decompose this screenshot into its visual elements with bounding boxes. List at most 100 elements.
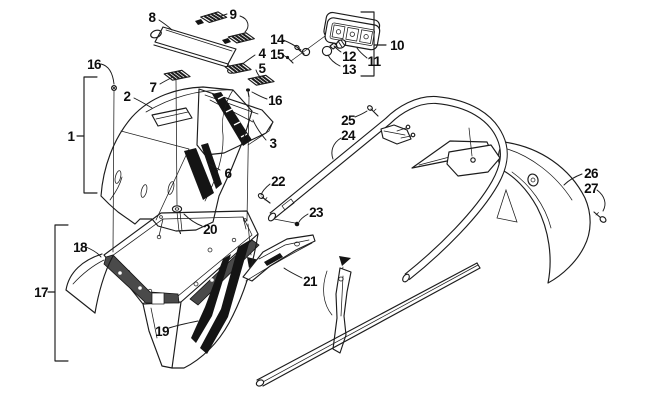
leader-5: [255, 69, 262, 79]
support-rail: [255, 262, 481, 387]
lower-pan-assembly: [65, 205, 260, 369]
callout-12-label: 12: [342, 49, 356, 64]
screw-16b: [246, 88, 250, 98]
mounting-pads: [163, 11, 275, 86]
callout-16a-label: 16: [87, 57, 102, 72]
leader-15: [282, 54, 289, 59]
bracket-10: [360, 11, 375, 77]
callout-17-label: 17: [34, 285, 48, 300]
pan-rail-notch: [151, 292, 165, 305]
bracket-stud: [410, 132, 416, 138]
callout-4-label: 4: [259, 46, 267, 61]
callout-25-label: 25: [341, 113, 356, 128]
tube-fitting-mark: [281, 198, 295, 211]
leader-9b: [239, 15, 249, 33]
bracket-stud: [405, 124, 411, 130]
side-panel-26: [496, 141, 591, 284]
callout-2-label: 2: [124, 89, 131, 104]
bracket-1: [83, 76, 98, 194]
leader-27: [596, 189, 606, 212]
leader-25: [354, 110, 368, 118]
callout-19-label: 19: [155, 324, 169, 339]
leader-20: [183, 213, 203, 227]
callout-15-label: 15: [270, 47, 285, 62]
callout-20-label: 20: [203, 222, 217, 237]
callout-1-label: 1: [68, 129, 76, 144]
support-bracket: [323, 256, 352, 354]
leader-3: [252, 119, 267, 141]
pad-9b: [227, 32, 255, 44]
leader-6: [208, 163, 221, 171]
body-vent-slot: [140, 184, 148, 198]
callout-24-label: 24: [341, 128, 356, 143]
mount-plate: [446, 144, 501, 177]
pad-7: [163, 69, 191, 81]
deck-trim-strip: [212, 92, 252, 146]
callout-21-label: 21: [303, 274, 318, 289]
screw-25: [367, 105, 379, 117]
leader-11: [356, 47, 368, 59]
cover-latch-nub: [222, 38, 231, 44]
strip-hole: [294, 241, 300, 247]
alignment-line: [175, 79, 178, 206]
alignment-line: [246, 97, 250, 222]
alignment-line: [112, 90, 115, 253]
leader-2: [133, 97, 153, 109]
panel-grommet: [527, 173, 539, 187]
tube-mount-bracket: [380, 124, 416, 145]
leader-19: [168, 320, 199, 329]
cover-latch-nub: [195, 19, 204, 25]
callout-18-label: 18: [73, 240, 88, 255]
body-vent-slot: [167, 181, 175, 195]
pan-decal-stripe: [191, 254, 231, 343]
insert-arrow-marker: [247, 257, 259, 268]
pin-23: [273, 218, 300, 227]
leader-12: [333, 45, 342, 53]
leader-9a: [220, 13, 228, 17]
leader-14: [282, 39, 302, 51]
leader-13: [327, 54, 341, 67]
trim-strip-21: [242, 234, 316, 282]
screw-16a: [111, 85, 117, 91]
screw-27: [593, 211, 607, 223]
callout-14-label: 14: [270, 32, 285, 47]
pad-9a: [200, 11, 228, 24]
upper-body-panel: [100, 86, 253, 232]
callout-6-label: 6: [225, 166, 233, 181]
callout-22-label: 22: [271, 174, 285, 189]
rack-blade-bracket: [411, 127, 501, 177]
insert-arrow-marker: [339, 256, 351, 266]
callout-7-label: 7: [150, 80, 157, 95]
pan-rail-left: [103, 254, 180, 304]
bolt-20: [171, 205, 183, 235]
callout-23-label: 23: [309, 205, 324, 220]
leader-16a: [100, 63, 115, 85]
taillight-windows: [331, 24, 373, 44]
callouts: 1 2 3 4 5 6 7 8 9 10 11 12 13 14 15 16 1…: [34, 7, 606, 362]
leader-8: [158, 19, 173, 31]
leader-24: [331, 137, 342, 160]
leader-16b: [251, 91, 268, 100]
bulb-socket-12: [335, 39, 347, 49]
pan-side-wall: [171, 233, 259, 369]
pan-flap-18: [65, 253, 114, 314]
leader-22: [260, 183, 271, 196]
leader-4: [240, 54, 256, 66]
pad-5: [247, 74, 275, 86]
callout-26-label: 26: [584, 166, 599, 181]
leader-26: [563, 173, 583, 186]
callout-27-label: 27: [584, 181, 598, 196]
taillight-assembly: [285, 11, 381, 64]
rear-deck-panel: [196, 88, 274, 156]
bracket-17: [54, 224, 69, 362]
leader-23: [298, 213, 309, 223]
rail-end-cap: [255, 379, 265, 387]
leader-7: [159, 76, 174, 85]
leader-21: [283, 267, 303, 279]
body-vent-slot: [114, 170, 122, 184]
callout-13-label: 13: [342, 62, 357, 77]
fasteners-16: [111, 79, 259, 268]
callout-11-label: 11: [367, 54, 381, 69]
